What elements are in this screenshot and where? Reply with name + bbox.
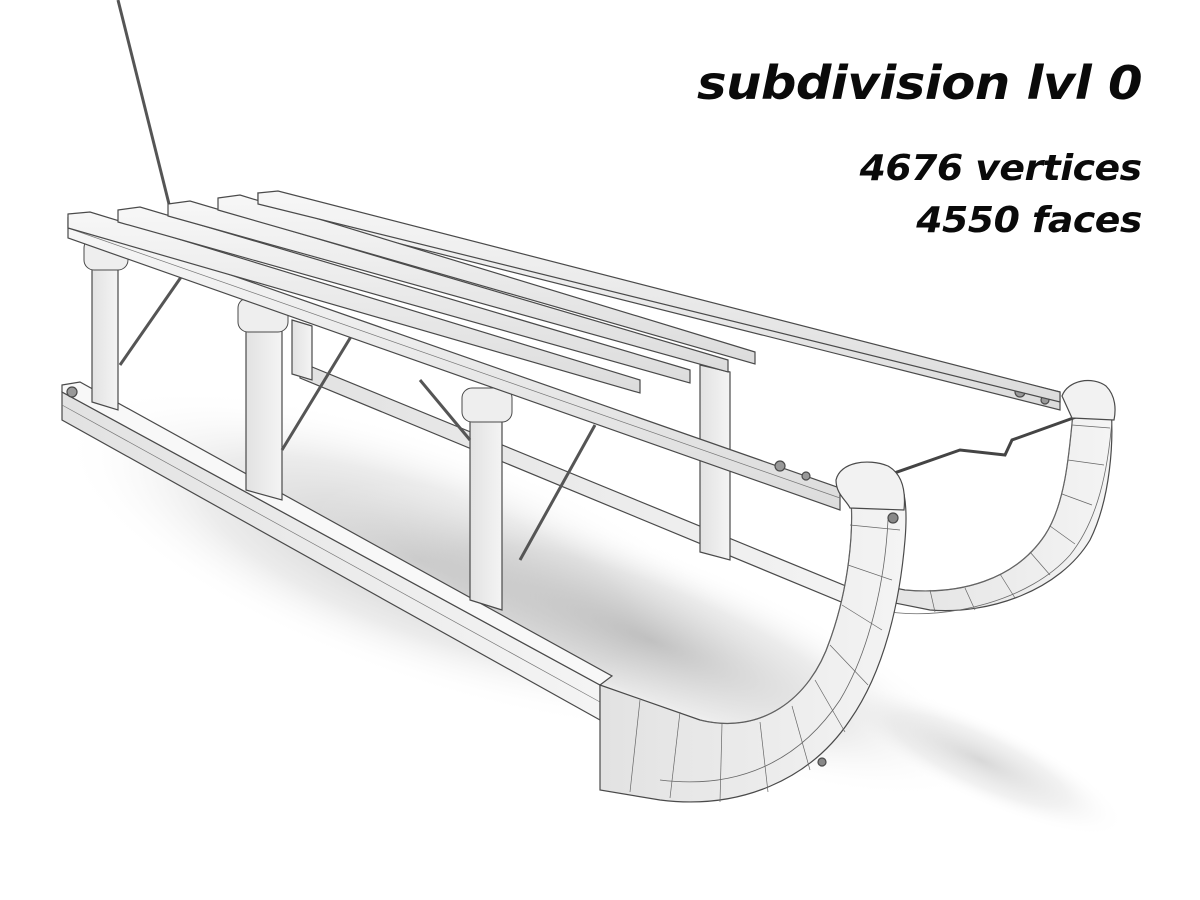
seat-slats bbox=[67, 190, 1061, 403]
front-curl-cap bbox=[835, 379, 1116, 511]
near-runner-curve bbox=[599, 466, 907, 803]
near-side-rail bbox=[67, 217, 841, 511]
front-wire-brace bbox=[879, 410, 1091, 480]
vertex-count: 4676 vertices bbox=[859, 148, 1143, 189]
subdivision-level-title: subdivision lvl 0 bbox=[696, 56, 1143, 110]
face-count: 4550 faces bbox=[916, 200, 1142, 241]
